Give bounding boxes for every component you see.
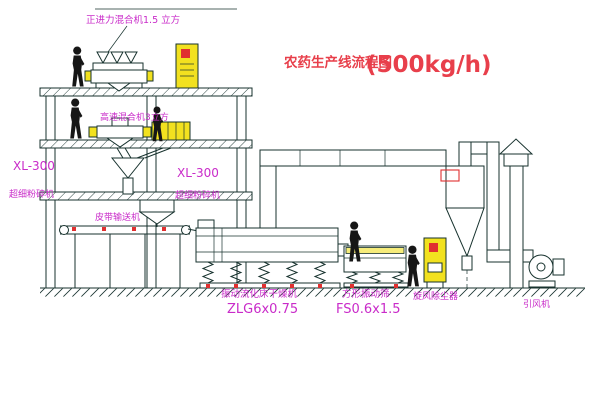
- exhaust-stack: [498, 138, 534, 289]
- label-dryer-name: 振动流化床干燥机: [221, 288, 298, 300]
- label-dryer-model: ZLG6x0.75: [227, 302, 298, 317]
- label-high-speed-mixer: 高速混合机3立方: [100, 111, 169, 123]
- label-top-mixer: 正进力混合机1.5 立方: [86, 14, 180, 26]
- label-mill-right-name: 超细粉碎机: [175, 189, 220, 201]
- label-mill-left-name: 超细粉碎机: [9, 188, 54, 200]
- induced-draft-fan: [528, 254, 565, 288]
- fluid-bed-dryer: [195, 219, 341, 289]
- label-mill-right-model: XL-300: [177, 166, 219, 180]
- exhaust-duct: [259, 149, 447, 229]
- worker-figure: [407, 245, 420, 287]
- label-fan: 引风机: [523, 298, 550, 310]
- diagram-title-capacity: (500kg/h): [366, 52, 492, 78]
- ground-line: [40, 287, 585, 297]
- label-mill-left-model: XL-300: [13, 159, 55, 173]
- control-cabinet-right: [423, 237, 447, 288]
- building-frame: [39, 8, 253, 289]
- top-mixer: [84, 51, 154, 92]
- label-screen-name: 方形振动筛: [342, 288, 390, 300]
- diagram-title: 农药生产线流程图: [283, 54, 392, 71]
- label-screen-model: FS0.6x1.5: [336, 302, 401, 317]
- storage-hopper: [138, 199, 176, 227]
- label-cyclone: 旋风除尘器: [413, 290, 458, 302]
- worker-figure: [70, 98, 83, 139]
- belt-conveyor: [59, 225, 199, 288]
- worker-figure: [72, 46, 85, 87]
- control-cabinet-top: [175, 43, 199, 89]
- label-belt-conveyor: 皮带输送机: [95, 211, 140, 223]
- vibrating-screen: [337, 243, 409, 288]
- y-chute-funnel: [110, 147, 172, 195]
- high-speed-mixer: [88, 117, 152, 148]
